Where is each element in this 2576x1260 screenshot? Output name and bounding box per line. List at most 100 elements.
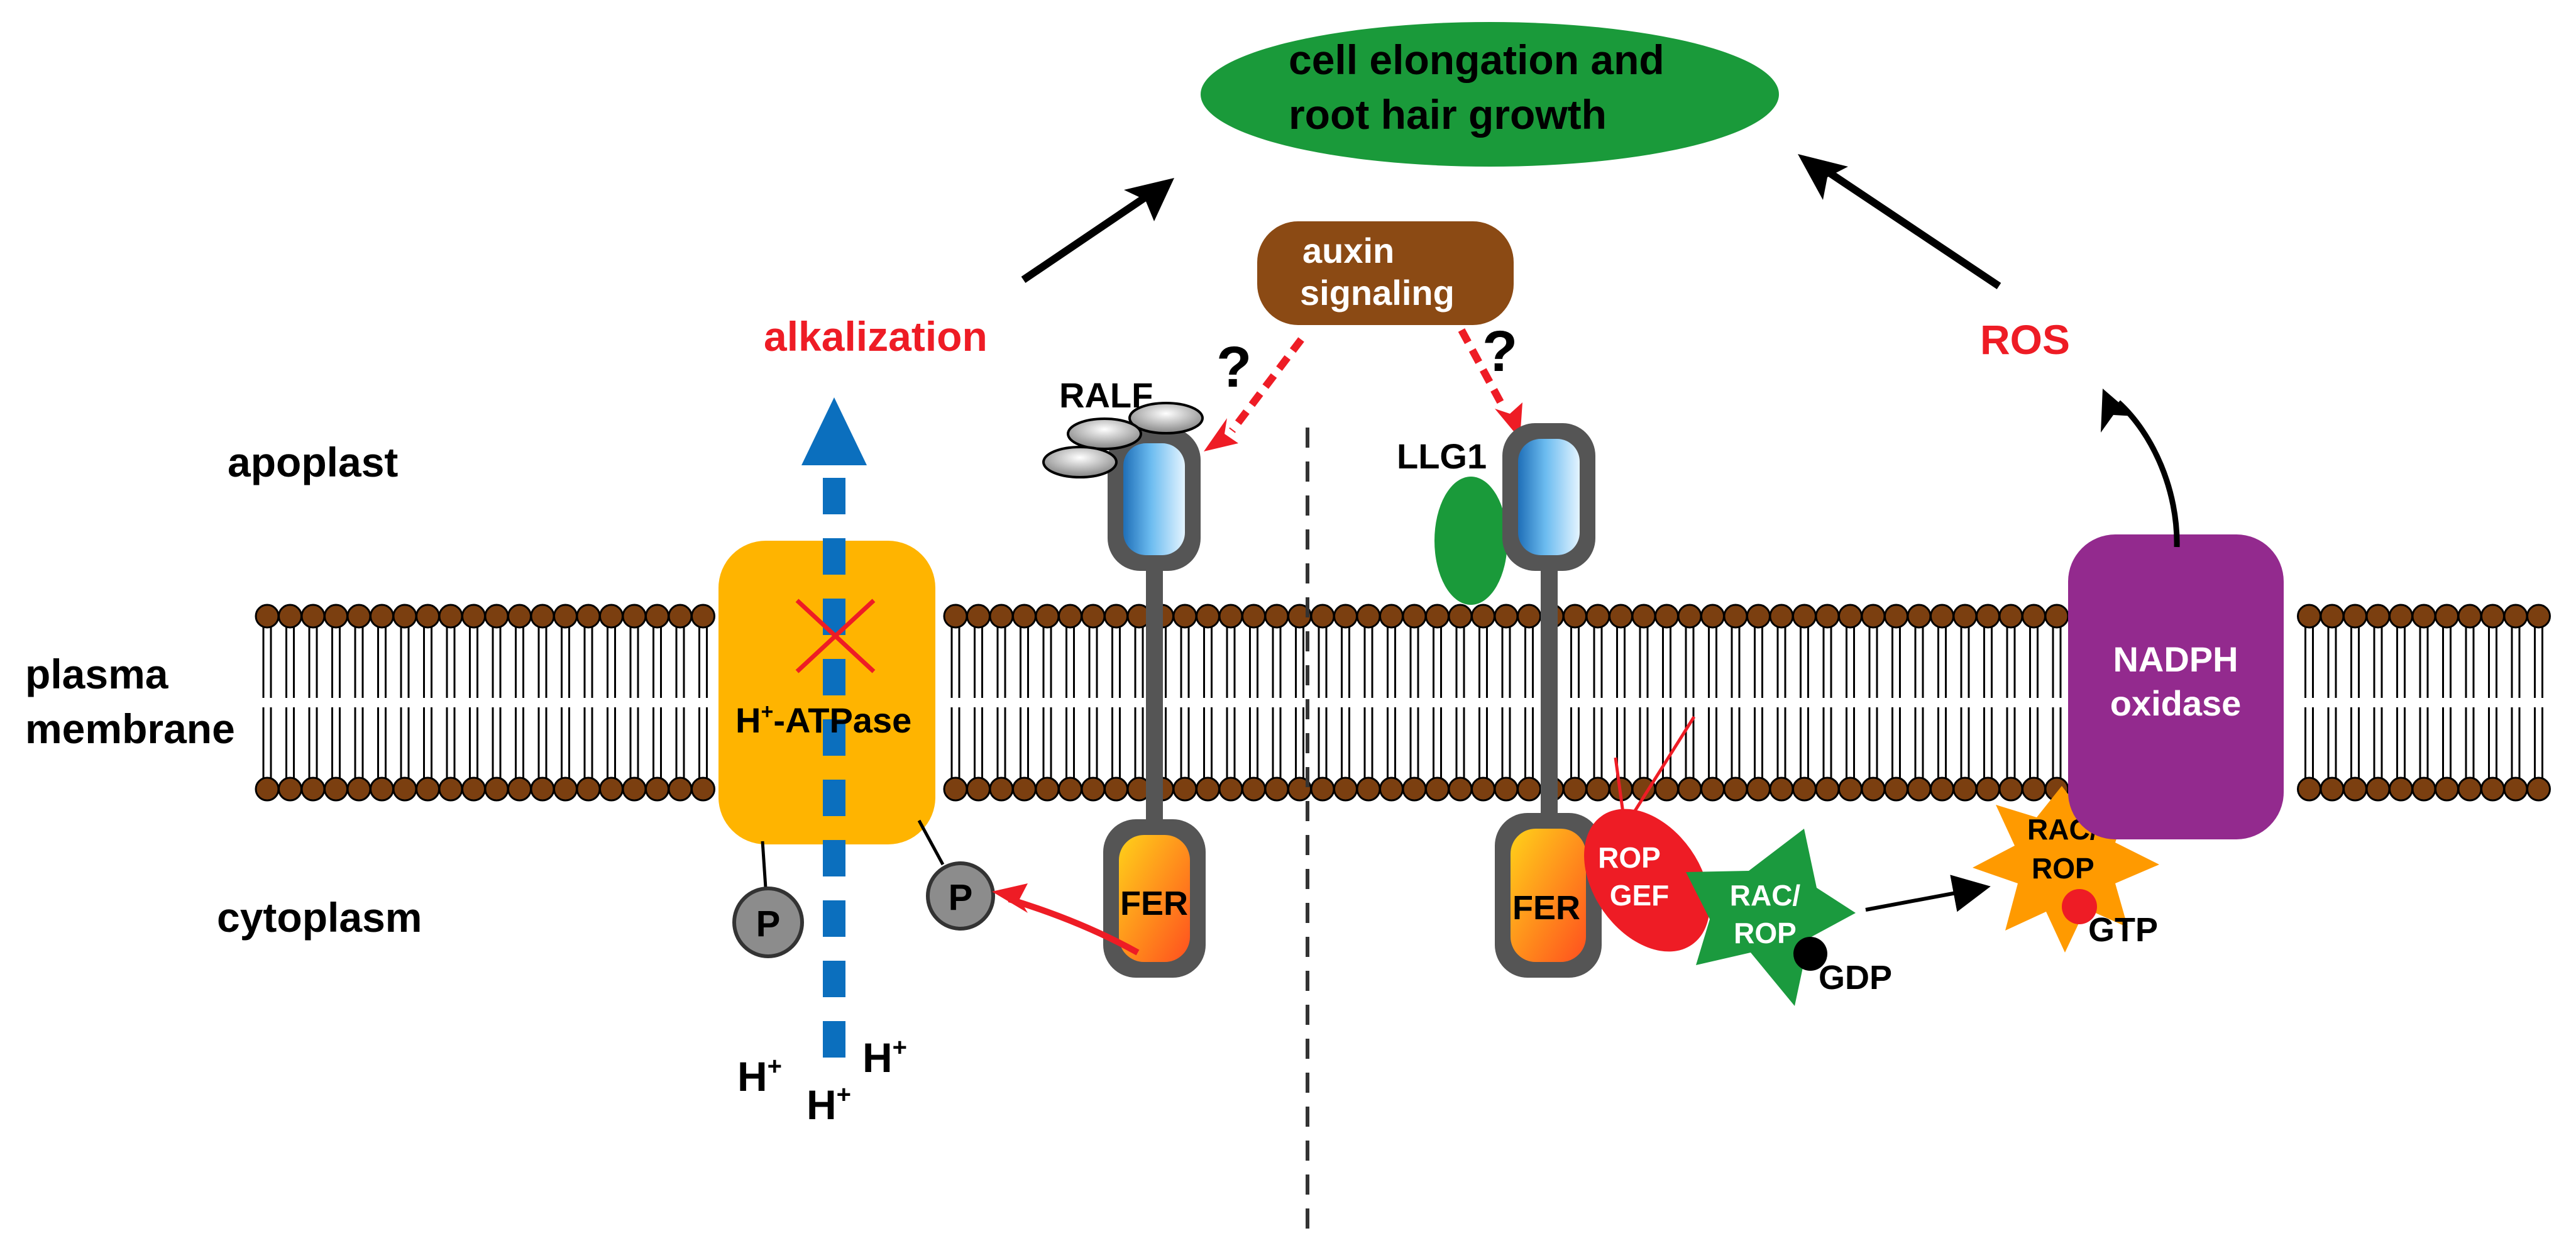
phospholipid xyxy=(1792,604,1817,802)
h-atpase-label: H+-ATPase xyxy=(735,700,911,740)
activation-arrow xyxy=(1865,875,1991,912)
phospholipid xyxy=(461,604,486,802)
phospholipid xyxy=(691,604,715,802)
phospholipid xyxy=(1172,604,1197,802)
phospholipid xyxy=(1310,604,1335,802)
phospholipid xyxy=(1264,604,1289,802)
auxin-to-ralf-arrow xyxy=(1204,337,1304,451)
rop-gef-line1: ROP xyxy=(1598,841,1661,874)
fer-left-label: FER xyxy=(1120,885,1188,922)
phospholipid xyxy=(1081,604,1106,802)
phospholipid xyxy=(392,604,417,802)
phospholipid xyxy=(1884,604,1908,802)
phospho-right-label: P xyxy=(949,877,973,918)
phospholipid xyxy=(1448,604,1473,802)
phospholipid xyxy=(1952,604,1978,802)
phospho-group-left xyxy=(732,887,804,958)
plasma-membrane xyxy=(255,604,2551,802)
phospholipid xyxy=(599,604,624,802)
proton-2: H+ xyxy=(862,1034,907,1081)
phospholipid xyxy=(1035,604,1060,802)
phospholipid xyxy=(1425,604,1450,802)
phospholipid xyxy=(645,604,669,802)
phospholipid xyxy=(2411,604,2436,802)
ros-to-outcome-arrow xyxy=(1798,154,2001,289)
phospholipid xyxy=(1769,604,1794,802)
phospholipid xyxy=(1930,604,1954,802)
inhibition-cross-icon xyxy=(795,599,876,673)
fer-phosphorylation-arrow xyxy=(992,883,1140,956)
phospholipid xyxy=(278,604,302,802)
phospholipid xyxy=(1563,604,1587,802)
phospholipid xyxy=(2044,604,2069,802)
alkalization-to-outcome-arrow xyxy=(1021,178,1174,283)
gdp-ball xyxy=(1793,937,1827,971)
phospholipid xyxy=(1058,604,1082,802)
phospholipid xyxy=(2365,604,2391,802)
membrane-label: membrane xyxy=(25,705,235,752)
phospholipid xyxy=(576,604,601,802)
ralf-label: RALF xyxy=(1059,375,1153,415)
phospholipid xyxy=(943,604,968,802)
nadph-oxidase xyxy=(2068,534,2284,839)
phospholipid xyxy=(1976,604,2000,802)
plasma-label: plasma xyxy=(25,651,169,697)
phospholipid xyxy=(1746,604,1771,802)
phospholipid xyxy=(1517,604,1541,802)
phospholipid xyxy=(989,604,1014,802)
nadph-to-ros-arrow xyxy=(2101,389,2180,548)
phospholipid xyxy=(2526,604,2551,802)
phospholipid xyxy=(484,604,509,802)
outcome-ellipse xyxy=(1201,22,1779,167)
phospholipid xyxy=(2503,604,2528,802)
phospholipid xyxy=(1333,604,1358,802)
alkalization-label: alkalization xyxy=(764,313,988,360)
auxin-line2: signaling xyxy=(1300,273,1455,312)
phospholipid xyxy=(300,604,326,802)
phospho-left-label: P xyxy=(756,904,781,944)
phospholipid xyxy=(1585,604,1610,802)
phospholipid xyxy=(1609,604,1633,802)
phospholipid xyxy=(1723,604,1748,802)
phospholipid xyxy=(1838,604,1863,802)
phospho-group-right xyxy=(926,861,995,931)
phospholipid xyxy=(370,604,394,802)
fer-right-label: FER xyxy=(1512,889,1580,927)
gtp-ball xyxy=(2062,889,2097,924)
phospholipid xyxy=(1815,604,1840,802)
llg1-label: LLG1 xyxy=(1397,436,1487,476)
phospholipid xyxy=(1494,604,1519,802)
phospholipid xyxy=(1126,604,1152,802)
rop-gef-line2: GEF xyxy=(1610,879,1670,912)
rac-rop-inactive-line2: ROP xyxy=(1734,917,1797,949)
proton-3: H+ xyxy=(806,1081,851,1128)
phospholipid xyxy=(1218,604,1243,802)
phospholipid xyxy=(1998,604,2023,802)
phospholipid xyxy=(966,604,991,802)
phospholipid xyxy=(2320,604,2345,802)
phospholipid xyxy=(1356,604,1381,802)
phospholipid xyxy=(530,604,555,802)
phospholipid xyxy=(1861,604,1886,802)
fer-receptor-left xyxy=(1103,428,1206,978)
ros-label: ROS xyxy=(1980,316,2070,363)
phospholipid xyxy=(324,604,348,802)
phospholipid xyxy=(1104,604,1128,802)
outcome-line2: root hair growth xyxy=(1289,91,1607,138)
phospholipid xyxy=(2022,604,2046,802)
phospholipid xyxy=(438,604,463,802)
proton-1: H+ xyxy=(737,1053,782,1100)
phospholipid xyxy=(2435,604,2459,802)
gdp-label: GDP xyxy=(1819,959,1892,997)
phospholipid xyxy=(2297,604,2321,802)
phospholipid xyxy=(2480,604,2505,802)
proton-flow-arrow xyxy=(801,397,867,1069)
phospholipid xyxy=(255,604,280,802)
nadph-line2: oxidase xyxy=(2110,683,2242,723)
phospholipid xyxy=(1700,604,1725,802)
phospholipid xyxy=(1402,604,1427,802)
rac-rop-inactive-line1: RAC/ xyxy=(1730,879,1801,912)
apoplast-label: apoplast xyxy=(228,439,398,485)
phospholipid xyxy=(1012,604,1037,802)
phospholipid xyxy=(668,604,693,802)
